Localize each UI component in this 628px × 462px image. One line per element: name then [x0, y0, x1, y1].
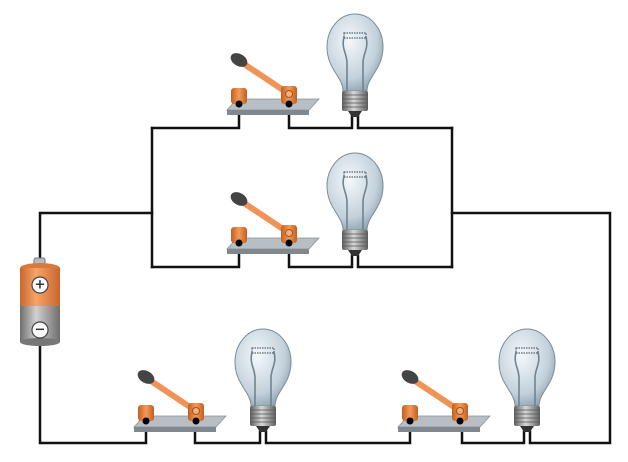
bulb-glass [326, 13, 384, 92]
bulb-filament-support [250, 351, 276, 406]
wire-mid-branch-right [356, 254, 454, 269]
switch-right-terminal [285, 100, 293, 108]
switch-left-terminal [235, 239, 243, 247]
bulb-screw-base [342, 91, 368, 111]
switch-lever [409, 376, 463, 414]
switch-left-post [231, 88, 247, 104]
switch-left-post [402, 405, 418, 421]
wire-mid-branch-mid [287, 241, 354, 269]
battery-positive-symbol: + [35, 278, 46, 293]
wire-top-branch-mid [287, 102, 354, 130]
bulb-filament-support [342, 175, 368, 230]
wire-top-branch-right [356, 114, 454, 130]
wire-right-side [450, 211, 612, 445]
bulb-glass [234, 328, 292, 407]
switch-right-terminal [456, 417, 464, 425]
switch-pivot-screw [192, 407, 200, 415]
switch-middle[interactable] [226, 189, 320, 254]
switch-left-terminal [142, 417, 150, 425]
battery-positive-icon [31, 276, 49, 294]
switch-lever [238, 198, 292, 236]
switch-left-post [231, 227, 247, 243]
bulb-top [326, 13, 384, 117]
switch-handle-icon [401, 370, 419, 384]
bulb-middle [326, 152, 384, 256]
switch-bottom-left[interactable] [133, 367, 227, 432]
bulb-filament-icon [343, 32, 367, 39]
switch-right-terminal [285, 239, 293, 247]
switch-base-edge [227, 110, 309, 115]
bulb-filament-support [514, 351, 540, 406]
bulb-screw-base [342, 230, 368, 250]
battery-negative-symbol: − [35, 323, 46, 338]
switch-left-terminal [235, 100, 243, 108]
switch-left-post [138, 405, 154, 421]
switch-bottom-right[interactable] [397, 367, 491, 432]
switch-pivot-screw [456, 407, 464, 415]
switch-top[interactable] [226, 50, 320, 115]
switch-base-edge [227, 249, 309, 254]
bulb-contact [348, 111, 362, 117]
bulb-bottom-left [234, 328, 292, 432]
bulb-filament-icon [515, 347, 539, 354]
bulb-filament-support [342, 36, 368, 91]
switch-left-terminal [406, 417, 414, 425]
bulb-contact [256, 426, 270, 432]
bulb-glass [498, 328, 556, 407]
switch-pivot-screw [285, 90, 293, 98]
switch-lever [145, 376, 199, 414]
switch-handle-icon [230, 53, 248, 67]
wire-bottom-mid [264, 419, 412, 445]
switch-base-edge [134, 427, 216, 432]
battery-bottom [20, 338, 60, 346]
bulb-glass [326, 152, 384, 231]
wire-battery-positive [38, 211, 154, 264]
switch-pivot-screw [285, 229, 293, 237]
switch-right-terminal [192, 417, 200, 425]
bulb-filament-icon [343, 171, 367, 178]
battery-negative-icon [31, 321, 49, 339]
wire-top-branch-left [150, 102, 241, 130]
bulb-screw-base [514, 406, 540, 426]
switch-lever [238, 59, 292, 97]
bulb-contact [520, 426, 534, 432]
bulb-contact [348, 250, 362, 256]
bulb-bottom-right [498, 328, 556, 432]
wire-mid-branch-left [150, 241, 241, 269]
switch-handle-icon [230, 192, 248, 206]
wire-bottom-left [38, 343, 148, 445]
switch-base-edge [398, 427, 480, 432]
bulb-screw-base [250, 406, 276, 426]
bulb-filament-icon [251, 347, 275, 354]
battery: + − [20, 257, 60, 346]
switch-handle-icon [137, 370, 155, 384]
